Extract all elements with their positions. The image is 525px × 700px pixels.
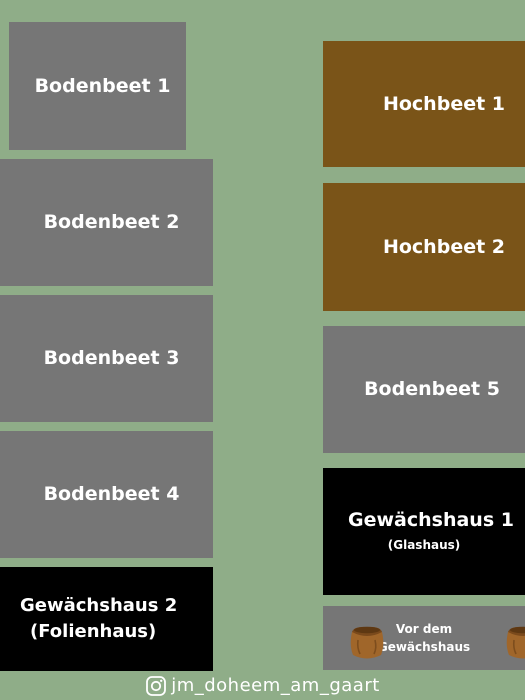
bed-bodenbeet-2: Bodenbeet 2 — [0, 159, 213, 286]
greenhouse-2-title: Gewächshaus 2 — [20, 594, 178, 616]
bed-label: Bodenbeet 4 — [43, 483, 180, 506]
area-label-line-2: Gewächshaus — [377, 640, 471, 654]
bed-hochbeet-2: Hochbeet 2 — [323, 183, 525, 311]
bed-label: Bodenbeet 2 — [43, 211, 180, 234]
sack-icon — [506, 626, 525, 659]
bed-label: Bodenbeet 5 — [364, 378, 500, 401]
bed-hochbeet-1: Hochbeet 1 — [323, 41, 525, 167]
greenhouse-1-title: Gewächshaus 1 — [348, 509, 514, 532]
greenhouse-1-subtitle: (Glashaus) — [387, 538, 461, 553]
greenhouse-2-subtitle: (Folienhaus) — [30, 621, 157, 642]
greenhouse-2: Gewächshaus 2 (Folienhaus) — [0, 567, 213, 671]
bed-label: Hochbeet 1 — [382, 92, 506, 115]
area-vor-dem-gewaechshaus: Vor dem Gewächshaus — [323, 606, 525, 670]
bed-bodenbeet-5: Bodenbeet 5 — [323, 326, 525, 453]
area-label-line-1: Vor dem — [395, 622, 453, 636]
instagram-icon — [146, 675, 167, 696]
bed-bodenbeet-3: Bodenbeet 3 — [0, 295, 213, 422]
bed-label: Hochbeet 2 — [382, 235, 506, 258]
bed-bodenbeet-1: Bodenbeet 1 — [9, 22, 186, 150]
bed-bodenbeet-4: Bodenbeet 4 — [0, 431, 213, 558]
sack-icon — [350, 626, 384, 659]
greenhouse-1: Gewächshaus 1 (Glashaus) — [323, 468, 525, 595]
bed-label: Bodenbeet 3 — [43, 347, 180, 370]
bed-label: Bodenbeet 1 — [34, 74, 171, 97]
footer: jm_doheem_am_gaart — [0, 671, 525, 700]
instagram-handle[interactable]: jm_doheem_am_gaart — [171, 675, 380, 696]
